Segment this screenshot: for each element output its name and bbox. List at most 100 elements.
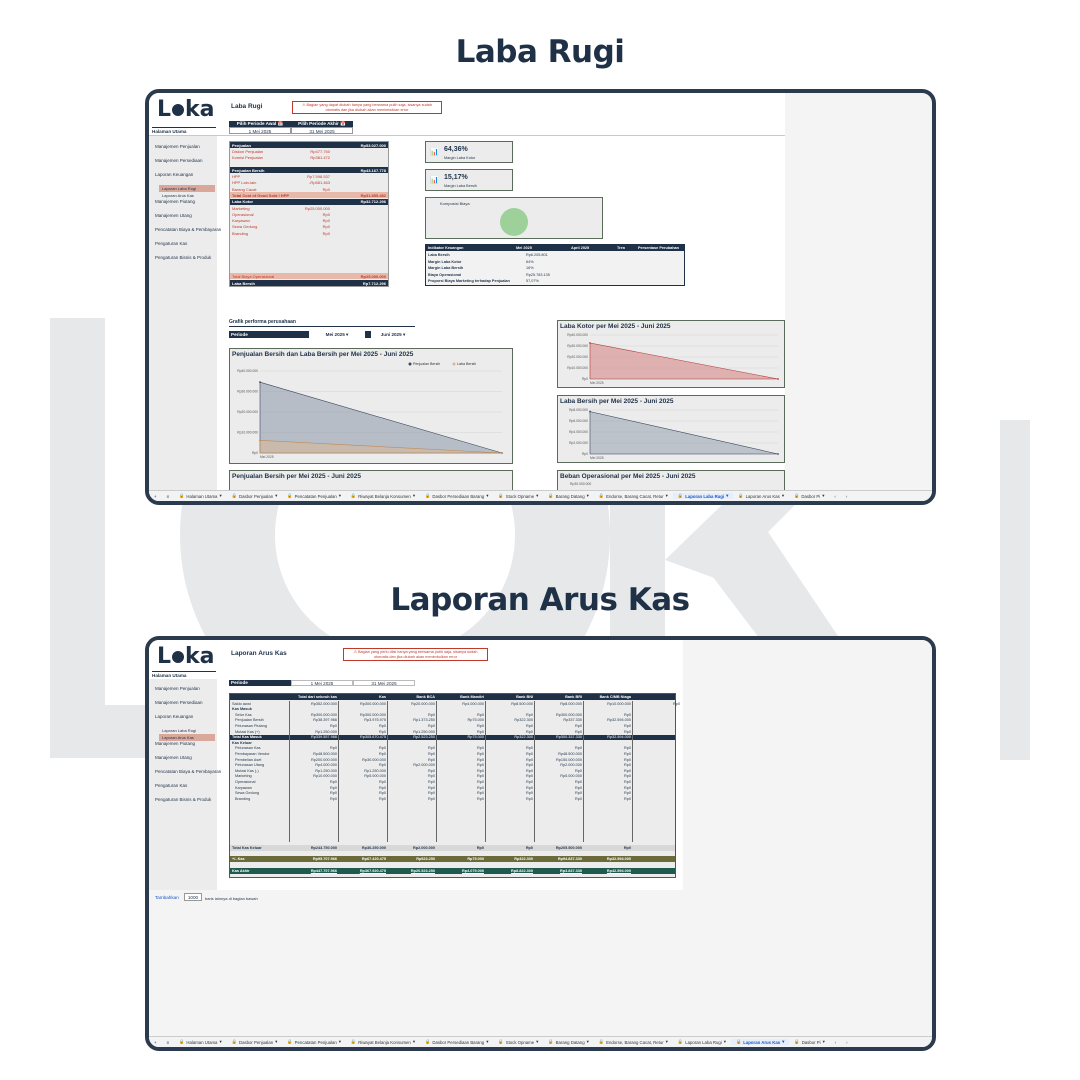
sidebar-item[interactable]: Pencatatan Biaya & Pembayaran [155, 769, 222, 774]
kpi-net-margin: 📊 15,17% Margin Laba Bersih [425, 169, 513, 191]
add-rows-button[interactable]: Tambahkan [155, 895, 179, 900]
sidebar-item[interactable]: Laporan Keuangan [155, 714, 194, 719]
section-title-arus-kas: Laporan Arus Kas [390, 582, 690, 618]
sidebar-item[interactable]: Pengaturan Kas [155, 241, 188, 246]
sheet-tab[interactable]: 🔒Halaman Utama▾ [179, 1039, 222, 1045]
sidebar-item[interactable]: Manajemen Penjualan [155, 686, 200, 691]
sheet-tab[interactable]: 🔒Endorse, Barang Cacat, Retur▾ [598, 493, 668, 499]
chart-laba-kotor-plot: Rp0Rp10.000.000Rp20.000.000Rp30.000.000R… [567, 333, 779, 385]
chevron-down-icon: ▾ [781, 493, 784, 498]
legend-label: Penjualan Bersih [413, 362, 440, 366]
warning-note: ⚠ Bagian yang dapat diubah hanya yang be… [292, 101, 442, 114]
y-tick-label: Rp40.000.000 [237, 369, 258, 373]
chevron-down-icon: ▾ [586, 493, 589, 498]
y-tick-label: Rp10.000.000 [237, 431, 258, 435]
scroll-left-button[interactable]: ‹ [834, 493, 836, 499]
lock-icon: 🔒 [548, 1039, 554, 1044]
chevron-down-icon: ▾ [338, 1039, 341, 1044]
period-end-input[interactable]: 31 Mei 2025 [291, 127, 353, 134]
chart-laba-bersih-plot: Rp0Rp2.000.000Rp4.000.000Rp6.000.000Rp8.… [569, 408, 779, 460]
data-point [777, 453, 779, 455]
y-tick-label: Rp30.000.000 [567, 344, 588, 348]
sheet-tab[interactable]: 🔒Halaman Utama▾ [179, 493, 222, 499]
sidebar-item[interactable]: Manajemen Utang [155, 213, 192, 218]
indicator-value: 16% [526, 266, 534, 270]
scroll-right-button[interactable]: › [845, 493, 848, 499]
all-sheets-button[interactable]: ≡ [166, 1039, 170, 1045]
sidebar-item[interactable]: Manajemen Persediaan [155, 700, 203, 705]
sheet-tab[interactable]: 🔒Pencatatan Penjualan▾ [287, 1039, 341, 1045]
period-to-select[interactable]: Juni 2025 ▾ [371, 331, 415, 338]
sheet-tab[interactable]: 🔒Laporan Arus Kas▾ [730, 1039, 790, 1045]
chart-icon: 📊 [430, 177, 439, 184]
sheet-tab[interactable]: 🔒Dasbor Persediaan Barang▾ [424, 493, 489, 499]
sheet-tab[interactable]: 🔒Laporan Laba Rugi▾ [677, 1039, 726, 1045]
sheet-tab[interactable]: 🔒Laporan Laba Rugi▾ [672, 493, 734, 499]
sidebar-item[interactable]: Manajemen Utang [155, 755, 192, 760]
x-tick-label: Mei 2025 [260, 455, 274, 459]
data-point [501, 452, 503, 454]
period-from-select[interactable]: Mei 2025 ▾ [309, 331, 365, 338]
sidebar-item[interactable]: Pencatatan Biaya & Pembayaran [155, 227, 222, 232]
chevron-down-icon: ▾ [338, 493, 341, 498]
sidebar-item[interactable]: Laporan Arus Kas [162, 193, 194, 198]
sheet-tab[interactable]: 🔒Endorse, Barang Cacat, Retur▾ [598, 1039, 668, 1045]
scroll-left-button[interactable]: ‹ [834, 1039, 837, 1045]
sidebar-item[interactable]: Manajemen Piutang [155, 199, 196, 204]
sidebar-item[interactable]: Manajemen Penjualan [155, 144, 200, 149]
lock-icon: 🔒 [179, 1039, 185, 1044]
all-sheets-button[interactable]: ≡ [166, 493, 170, 499]
table-row: Kas Masuk [232, 707, 252, 712]
sidebar-item[interactable]: Pengaturan Bisnis & Produk [155, 797, 212, 802]
add-rows-input[interactable]: 1000 [184, 893, 202, 901]
sidebar-item[interactable]: Manajemen Piutang [155, 741, 196, 746]
sheet-tab[interactable]: 🔒Riwayat Belanja Konsumen▾ [350, 493, 415, 499]
period-start-input[interactable]: 1 Mei 2025 [291, 680, 353, 686]
sheet-tab[interactable]: 🔒Laporan Arus Kas▾ [738, 493, 784, 499]
sheet-tab[interactable]: 🔒Dasbor Persediaan Barang▾ [424, 1039, 489, 1045]
chevron-down-icon: ▾ [275, 493, 278, 498]
period-start-input[interactable]: 1 Mei 2025 [229, 127, 291, 134]
sheet-tab[interactable]: 🔒Dasbor Pi▾ [794, 493, 825, 499]
indicator-name: Margin Laba Bersih [428, 266, 464, 270]
home-link[interactable]: Halaman Utama [152, 129, 187, 134]
chevron-down-icon: ▾ [586, 1039, 589, 1044]
sidebar-item[interactable]: Laporan Laba Rugi [159, 185, 215, 192]
chevron-down-icon: ▾ [412, 1039, 415, 1044]
sidebar-item[interactable]: Laporan Arus Kas [159, 734, 215, 741]
sheet-tab[interactable]: 🔒Dasbor Pi▾ [794, 1039, 825, 1045]
kpi-gross-margin: 📊 64,36% Margin Laba Kotor [425, 141, 513, 163]
period-end-input[interactable]: 31 Mei 2025 [353, 680, 415, 686]
sheet-tab[interactable]: 🔒Dasbor Penjualan▾ [231, 1039, 278, 1045]
add-sheet-button[interactable]: + [154, 1039, 157, 1045]
sheet-tab[interactable]: 🔒Pencatatan Penjualan▾ [287, 493, 341, 499]
sheet-tab[interactable]: 🔒Stock Opname▾ [498, 1039, 539, 1045]
sidebar-item[interactable]: Pengaturan Kas [155, 783, 188, 788]
chevron-down-icon: ▾ [536, 1039, 539, 1044]
sheet-tab[interactable]: 🔒Barang Datang▾ [548, 1039, 589, 1045]
sheet-tab[interactable]: 🔒Stock Opname▾ [498, 493, 539, 499]
sheet-tab[interactable]: 🔒Dasbor Penjualan▾ [231, 493, 278, 499]
lock-icon: 🔒 [598, 1039, 605, 1044]
home-link[interactable]: Halaman Utama [152, 673, 187, 678]
performance-title: Grafik performa perusahaan [229, 319, 296, 325]
sidebar-item[interactable]: Laporan Laba Rugi [162, 728, 197, 733]
sidebar-item[interactable]: Laporan Keuangan [155, 172, 194, 177]
indicator-name: Biaya Operasional [428, 272, 462, 277]
sheet-tab[interactable]: 🔒Riwayat Belanja Konsumen▾ [350, 1039, 415, 1045]
sidebar-item[interactable]: Pengaturan Bisnis & Produk [155, 255, 212, 260]
sheet-tab[interactable]: 🔒Barang Datang▾ [548, 493, 589, 499]
scroll-right-button[interactable]: › [846, 1039, 848, 1045]
statement-row [230, 161, 388, 167]
indicator-header: Mei 2025 [516, 245, 532, 250]
sidebar-item[interactable]: Manajemen Persediaan [155, 158, 203, 163]
add-sheet-button[interactable]: + [154, 493, 157, 499]
